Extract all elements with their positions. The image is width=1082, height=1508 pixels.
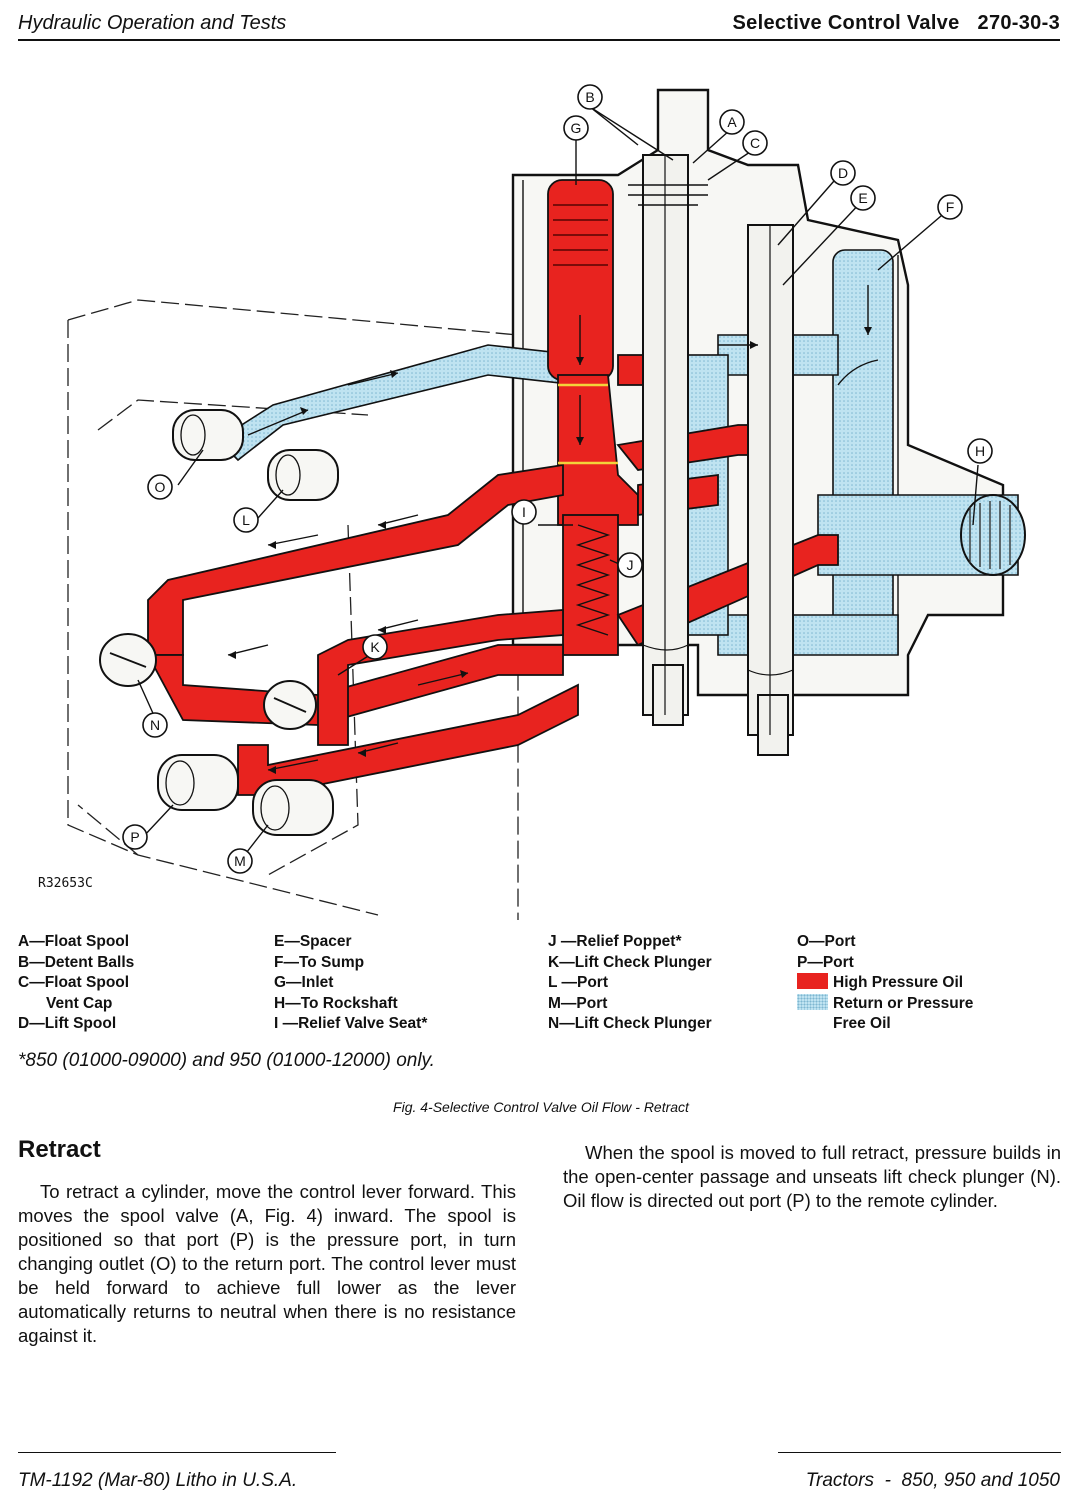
header-page-title: Selective Control Valve 270-30-3 [733,12,1060,35]
body-column-left: To retract a cylinder, move the control … [18,1180,516,1348]
legend-item: G—Inlet [274,974,334,991]
footer-left: TM-1192 (Mar-80) Litho in U.S.A. [18,1470,298,1491]
blue-dotted-swatch-icon [797,993,828,1010]
legend-item: P—Port [797,953,854,971]
callout-d: D [838,165,848,181]
legend-swatch-return: Return or Pressure [797,993,973,1015]
callout-m: M [234,853,246,869]
legend-item: B—Detent Balls [18,953,135,971]
legend-item: A—Float Spool [18,933,130,950]
callout-c: C [750,135,760,151]
legend-item: I —Relief Valve Seat* [274,1015,428,1032]
footer-rule-left [18,1452,336,1453]
legend-item: M—Port [548,994,608,1012]
legend-item: Vent Cap [46,994,113,1012]
callout-o: O [155,479,166,495]
callout-n: N [150,717,160,733]
legend-item: K—Lift Check Plunger [548,953,712,971]
legend-item: F—To Sump [274,953,365,971]
legend-item: L —Port [548,974,608,991]
footnote: *850 (01000-09000) and 950 (01000-12000)… [18,1050,435,1071]
callout-k: K [370,639,380,655]
legend-column-3: J —Relief Poppet* K—Lift Check Plunger L… [548,932,712,1035]
legend-column-2: E—Spacer F—To Sump G—Inlet H—To Rockshaf… [274,932,427,1035]
section-heading: Retract [18,1136,101,1163]
figure-caption: Fig. 4-Selective Control Valve Oil Flow … [393,1099,689,1115]
callout-a: A [727,114,737,130]
callout-f: F [946,199,955,215]
callout-l: L [242,512,250,528]
legend-column-1: A—Float Spool B—Detent Balls C—Float Spo… [18,932,134,1035]
legend-item: Free Oil [833,1015,891,1032]
callout-b: B [585,89,594,105]
footer-rule-right [778,1452,1061,1453]
footer-right: Tractors - 850, 950 and 1050 [805,1470,1060,1491]
legend-item: H—To Rockshaft [274,994,398,1012]
callout-i: I [522,504,526,520]
valve-diagram: B A C G D E F H I J K L O N P M [67,84,1026,920]
legend-column-4: O—Port P—Port High Pressure Oil Return o… [797,932,973,1035]
legend-item: E—Spacer [274,933,352,950]
body-column-right: When the spool is moved to full retract,… [563,1141,1061,1213]
legend-item: J —Relief Poppet* [548,933,682,950]
legend-item: D—Lift Spool [18,1015,117,1032]
header-title: Selective Control Valve [732,12,960,34]
legend-item: C—Float Spool [18,974,130,991]
legend-item: O—Port [797,933,856,950]
paragraph: To retract a cylinder, move the control … [18,1181,516,1346]
callout-j: J [627,557,634,573]
callout-g: G [571,120,582,136]
figure-id: R32653C [38,876,93,891]
callout-e: E [858,190,867,206]
header-section-title: Hydraulic Operation and Tests [18,12,287,34]
legend-swatch-high-pressure: High Pressure Oil [797,973,973,994]
legend-item: N—Lift Check Plunger [548,1015,712,1032]
red-swatch-icon [797,973,828,989]
paragraph: When the spool is moved to full retract,… [563,1142,1061,1211]
callout-h: H [975,443,985,459]
callout-p: P [130,829,139,845]
header-rule [18,39,1060,41]
page-number: 270-30-3 [977,12,1060,34]
